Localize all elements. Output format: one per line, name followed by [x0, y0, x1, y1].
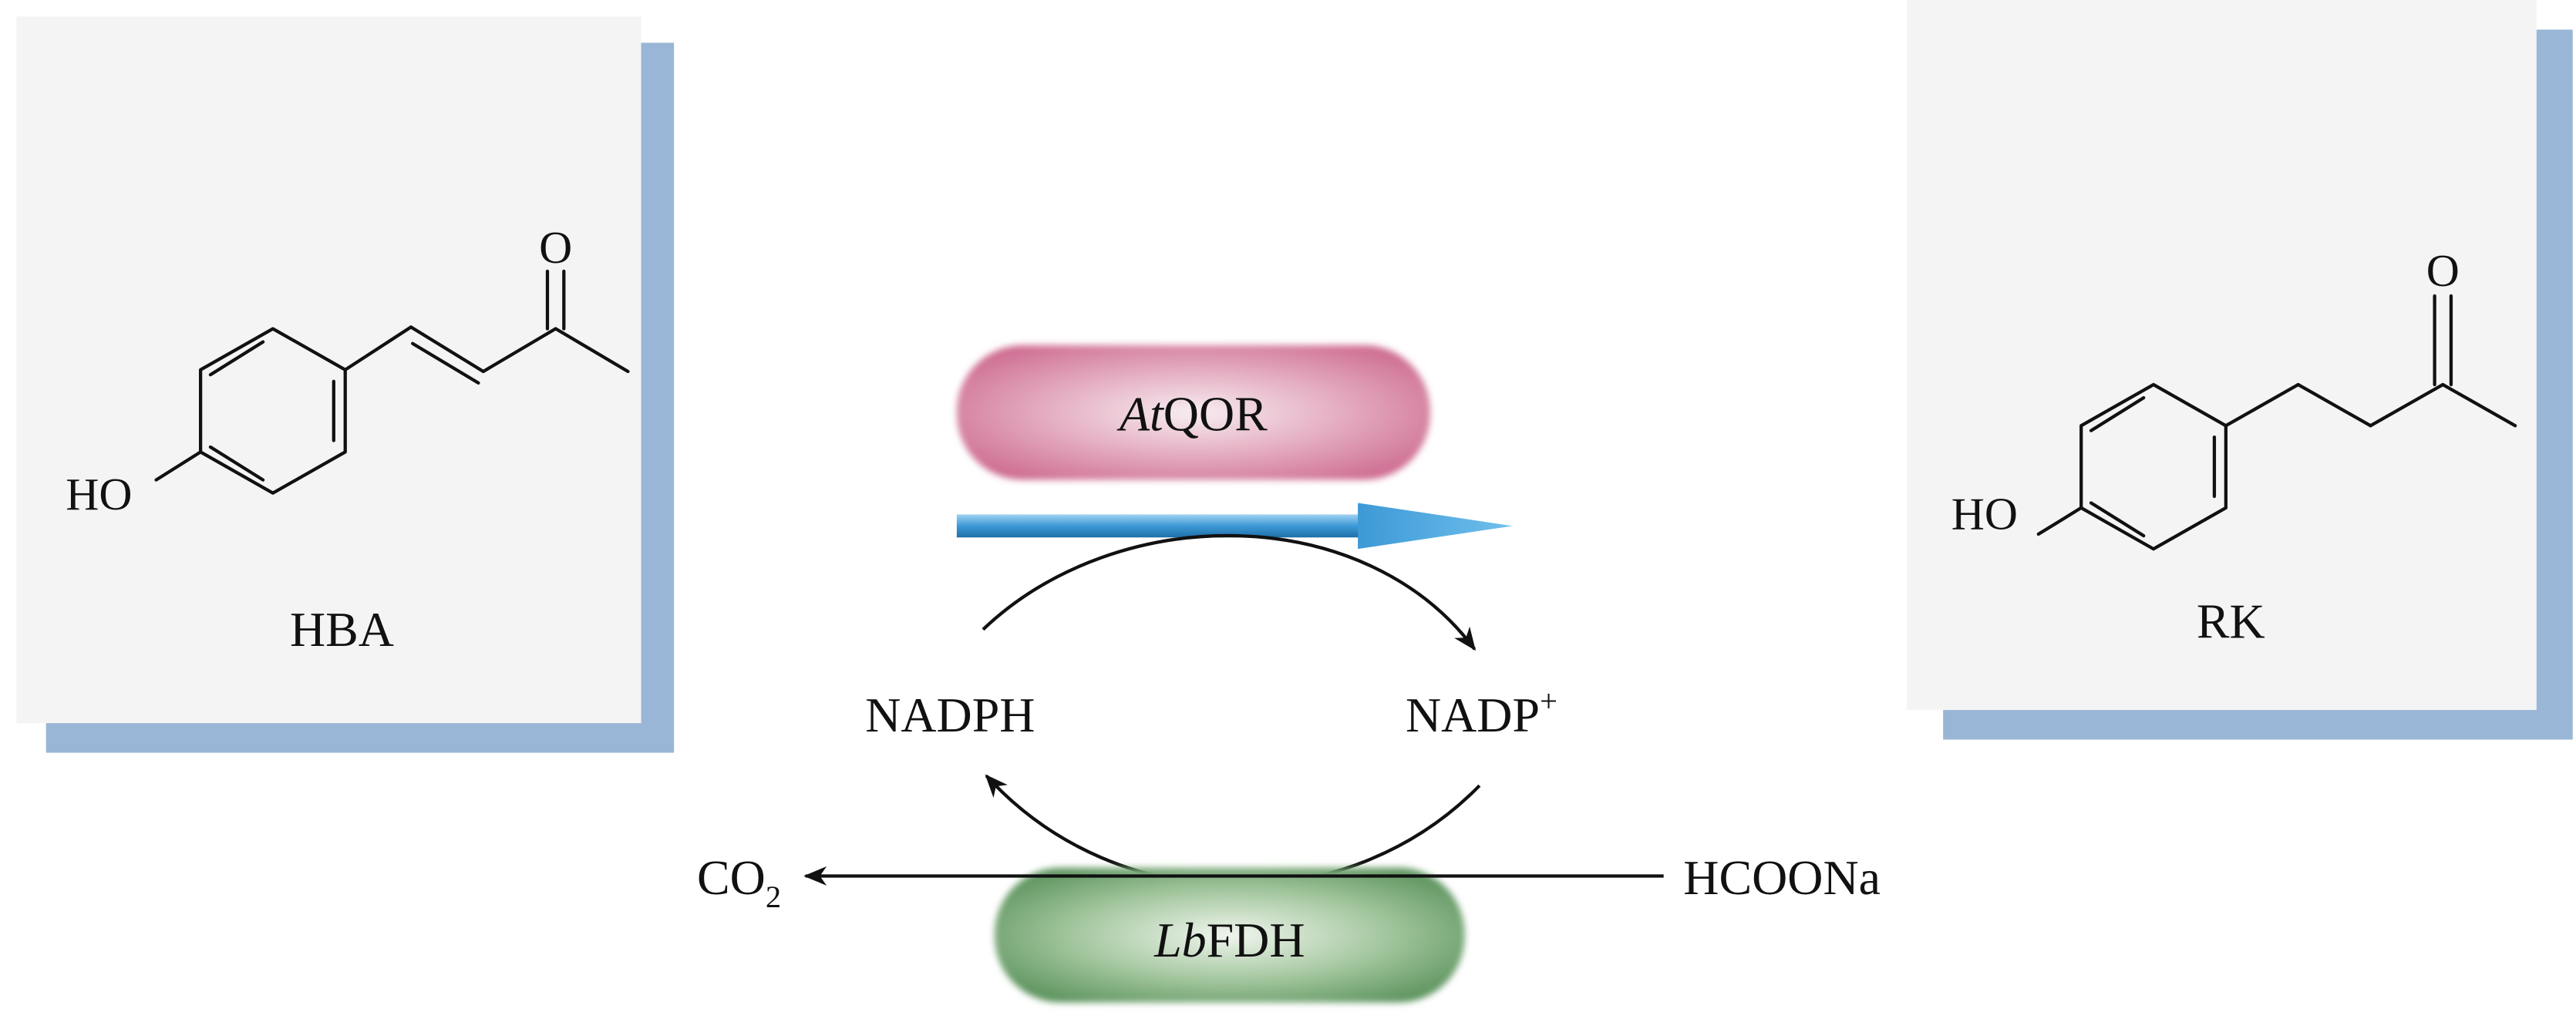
product-panel-card: [1907, 0, 2537, 711]
qor-enzyme-label: AtQOR: [1116, 387, 1268, 442]
nadp-plus-label: NADP+: [1406, 684, 1557, 742]
substrate-panel-card: [16, 16, 641, 724]
fdh-enzyme-italic: Lb: [1153, 913, 1207, 967]
co2-base: CO: [697, 850, 766, 905]
substrate-panel: O HO HBA: [16, 16, 675, 753]
hba-carbonyl-oxygen: O: [539, 222, 572, 273]
co2-subscript: 2: [766, 879, 781, 914]
fdh-enzyme-badge: LbFDH: [994, 867, 1465, 1003]
reaction-arrow: [956, 503, 1513, 550]
qor-enzyme-badge: AtQOR: [956, 345, 1430, 480]
qor-enzyme-italic: At: [1116, 387, 1165, 442]
qor-enzyme-pill: [956, 345, 1430, 480]
hba-structure: [154, 269, 630, 495]
rk-hydroxyl-group: HO: [1951, 489, 2018, 540]
nadp-base: NADP: [1406, 688, 1540, 742]
qor-enzyme-name: QOR: [1163, 387, 1268, 442]
rk-carbonyl-oxygen: O: [2426, 245, 2460, 296]
reaction-arrow-head: [1358, 503, 1513, 550]
product-panel: O HO RK: [1907, 0, 2573, 740]
nadp-charge: +: [1540, 684, 1557, 718]
formate-label: HCOONa: [1683, 850, 1881, 905]
hba-hydroxyl-group: HO: [66, 469, 132, 520]
fdh-enzyme-label: LbFDH: [1153, 913, 1305, 967]
fdh-enzyme-pill: [994, 867, 1465, 1003]
fdh-enzyme-name: FDH: [1207, 913, 1305, 967]
substrate-label: HBA: [290, 602, 394, 657]
reaction-arrow-shaft: [956, 514, 1385, 538]
rk-structure: [2036, 294, 2517, 551]
product-label: RK: [2197, 594, 2265, 648]
nadph-label: NADPH: [865, 688, 1035, 742]
co2-label: CO2: [697, 850, 781, 914]
cofactor-oxidation-arc: [982, 533, 1477, 651]
